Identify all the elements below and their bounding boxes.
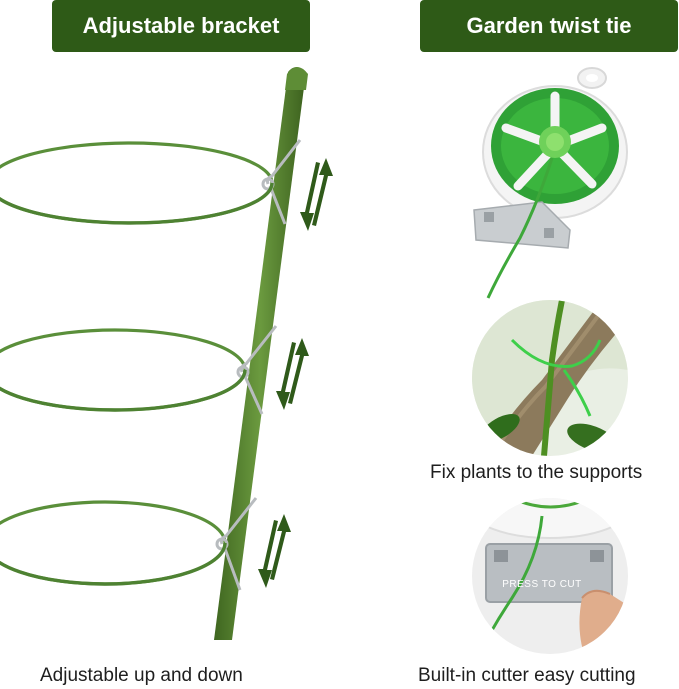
fix-plants-caption: Fix plants to the supports	[430, 462, 643, 483]
twist-tie-spool-image	[473, 67, 628, 299]
adjustable-caption: Adjustable up and down	[40, 665, 243, 686]
up-down-arrow-bottom-icon	[258, 514, 291, 588]
up-down-arrow-top-icon	[300, 158, 333, 231]
cutter-photo: PRESS TO CUT	[472, 498, 628, 654]
garden-twist-tie-heading-text: Garden twist tie	[466, 13, 632, 38]
up-down-arrow-middle-icon	[276, 338, 309, 410]
adjustable-bracket-heading-text: Adjustable bracket	[82, 13, 280, 38]
adjustable-bracket-heading: Adjustable bracket	[52, 0, 310, 52]
plant-tied-photo	[472, 300, 628, 456]
cutter-caption: Built-in cutter easy cutting	[418, 665, 636, 686]
plant-stake	[214, 67, 308, 640]
garden-twist-tie-heading: Garden twist tie	[420, 0, 678, 52]
adjust-arrows	[258, 158, 333, 588]
press-to-cut-label: PRESS TO CUT	[502, 579, 582, 590]
